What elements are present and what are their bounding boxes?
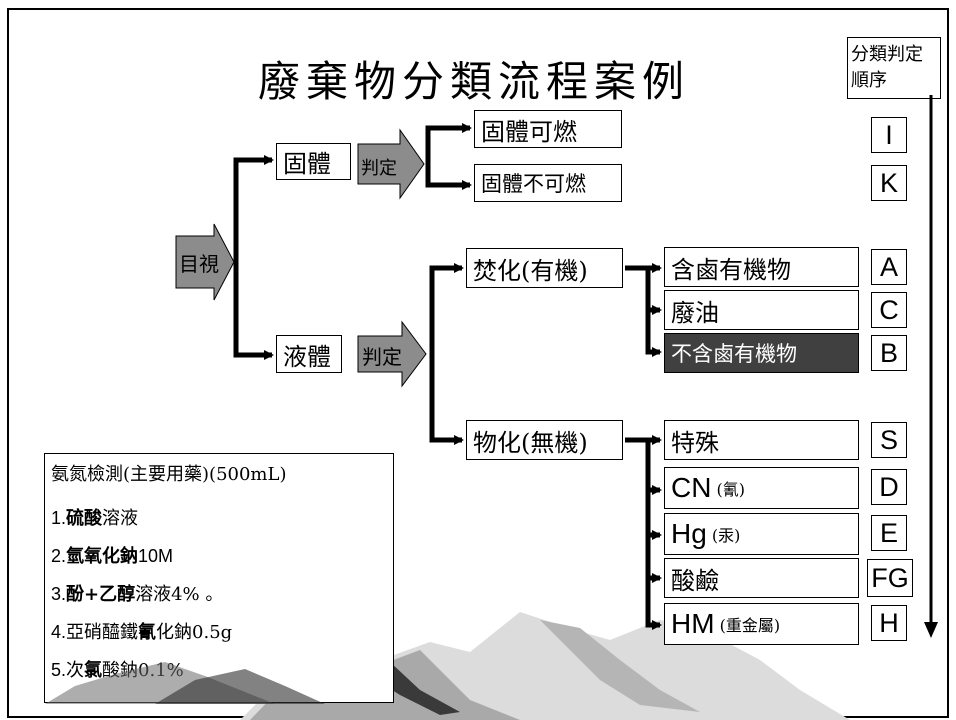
code-fg: FG [867, 559, 913, 597]
code-e: E [871, 515, 907, 551]
solid-noncombustible-box: 固體不可燃 [474, 164, 622, 202]
special-box: 特殊 [664, 420, 859, 460]
code-i: I [871, 117, 907, 153]
code-b: B [871, 335, 907, 371]
incineration-box: 焚化(有機) [466, 248, 623, 288]
liquid-judge-label: 判定 [362, 345, 402, 369]
reagent-line-3: 3.酚+乙醇溶液4% 。 [51, 584, 224, 605]
mercury-note: (汞) [711, 526, 741, 545]
waste-oil-box: 廢油 [664, 290, 859, 330]
start-label: 目視 [179, 252, 219, 276]
cyanide-main: CN [671, 472, 712, 503]
physchem-box: 物化(無機) [466, 420, 623, 460]
page-title: 廢棄物分類流程案例 [258, 57, 691, 106]
code-h: H [871, 605, 907, 641]
reagent-line-2: 2.氫氧化鈉10M [51, 546, 174, 567]
cyanide-box: CN (氰) [664, 467, 859, 509]
code-d: D [871, 469, 907, 505]
halogen-organic-box: 含鹵有機物 [664, 247, 859, 287]
solid-judge-label: 判定 [361, 158, 397, 179]
reagent-heading: 氨氮檢測(主要用藥)(500mL) [51, 464, 287, 485]
heavy-metal-note: (重金屬) [719, 616, 781, 635]
reagent-line-1: 1.硫酸溶液 [51, 508, 139, 529]
code-a: A [871, 249, 907, 285]
order-label: 分類判定 順序 [847, 37, 941, 99]
order-label-line2: 順序 [851, 70, 887, 91]
heavy-metal-box: HM (重金屬) [664, 603, 859, 645]
annotation-mountain [45, 662, 325, 704]
mercury-box: Hg (汞) [664, 513, 859, 555]
solid-combustible-box: 固體可燃 [474, 110, 622, 148]
nonhalogen-organic-box: 不含鹵有機物 [664, 333, 859, 373]
liquid-box: 液體 [276, 335, 342, 373]
acid-base-box: 酸鹼 [664, 558, 859, 598]
solid-box: 固體 [276, 143, 351, 180]
heavy-metal-main: HM [671, 608, 715, 639]
code-k: K [871, 165, 907, 201]
code-s: S [871, 422, 907, 458]
mercury-main: Hg [671, 518, 707, 549]
cyanide-note: (氰) [716, 480, 746, 499]
reagent-line-4: 4.亞硝醯鐵氰化鈉0.5g [51, 622, 233, 643]
order-label-line1: 分類判定 [851, 44, 923, 65]
reagent-note: 氨氮檢測(主要用藥)(500mL) 1.硫酸溶液 2.氫氧化鈉10M 3.酚+乙… [44, 453, 394, 704]
code-c: C [871, 292, 907, 328]
